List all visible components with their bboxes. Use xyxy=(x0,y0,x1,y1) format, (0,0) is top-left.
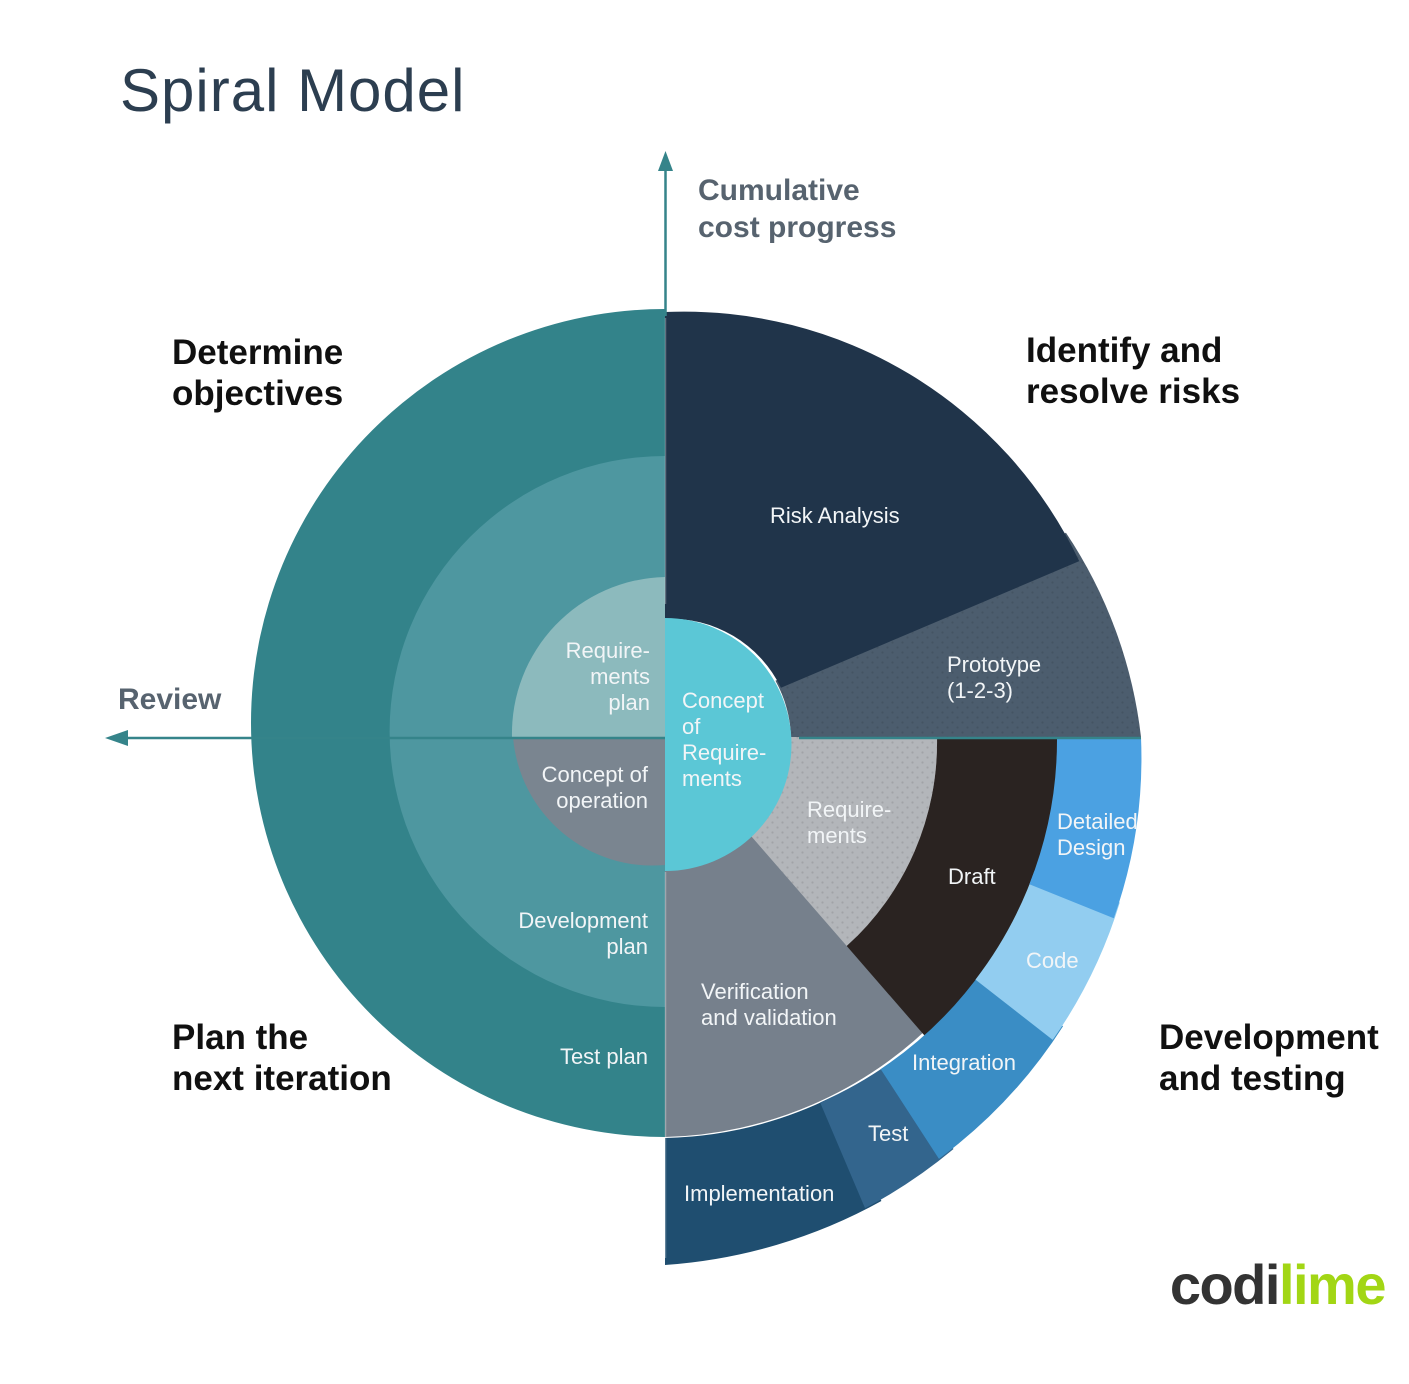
vertical-axis-label-line: Cumulative xyxy=(698,174,860,207)
quadrant-label-line: Determine xyxy=(172,333,344,372)
page-title: Spiral Model xyxy=(120,57,466,124)
risk-analysis-sector xyxy=(665,311,1080,688)
quadrant-label-line: Development xyxy=(1159,1018,1379,1057)
test-sector xyxy=(820,1061,954,1209)
quadrant-label-development-testing: Development and testing xyxy=(1159,1017,1379,1099)
quadrant-label-line: and testing xyxy=(1159,1059,1346,1098)
vertical-axis-label: Cumulative cost progress xyxy=(698,172,896,246)
implementation-sector xyxy=(665,1096,882,1265)
up-arrow-icon xyxy=(658,151,673,171)
logo-lime: lime xyxy=(1278,1253,1387,1316)
prototype-sector-texture xyxy=(775,532,1141,737)
quadrant-label-line: Plan the xyxy=(172,1018,309,1057)
logo-codi: codi xyxy=(1169,1253,1281,1316)
quadrant-label-line: resolve risks xyxy=(1026,372,1241,411)
quadrant-label-line: next iteration xyxy=(172,1059,392,1098)
concept-of-requirements-sector xyxy=(665,618,792,871)
integration-sector xyxy=(880,968,1064,1159)
concept-of-operation-sector xyxy=(513,737,665,866)
requirements-sector-texture xyxy=(748,737,938,947)
horizontal-axis-label: Review xyxy=(118,683,222,716)
quadrant-label-line: objectives xyxy=(172,374,344,413)
code-sector xyxy=(975,871,1120,1040)
quadrant-label-line: Identify and xyxy=(1026,331,1223,370)
vertical-axis-label-line: cost progress xyxy=(698,211,897,244)
requirements-plan-sector xyxy=(511,577,665,737)
codilime-logo: codilime xyxy=(1169,1252,1387,1317)
quadrant-label-plan-next-iteration: Plan the next iteration xyxy=(172,1017,392,1099)
plan-quadrant-outer-ring xyxy=(251,309,665,1137)
quadrant-label-determine-objectives: Determine objectives xyxy=(172,332,343,414)
verification-validation-sector xyxy=(665,827,938,1137)
left-arrow-icon xyxy=(105,730,128,746)
detailed-design-sector xyxy=(1029,737,1142,919)
draft-sector xyxy=(846,737,1058,1039)
quadrant-label-identify-resolve-risks: Identify and resolve risks xyxy=(1026,330,1240,412)
